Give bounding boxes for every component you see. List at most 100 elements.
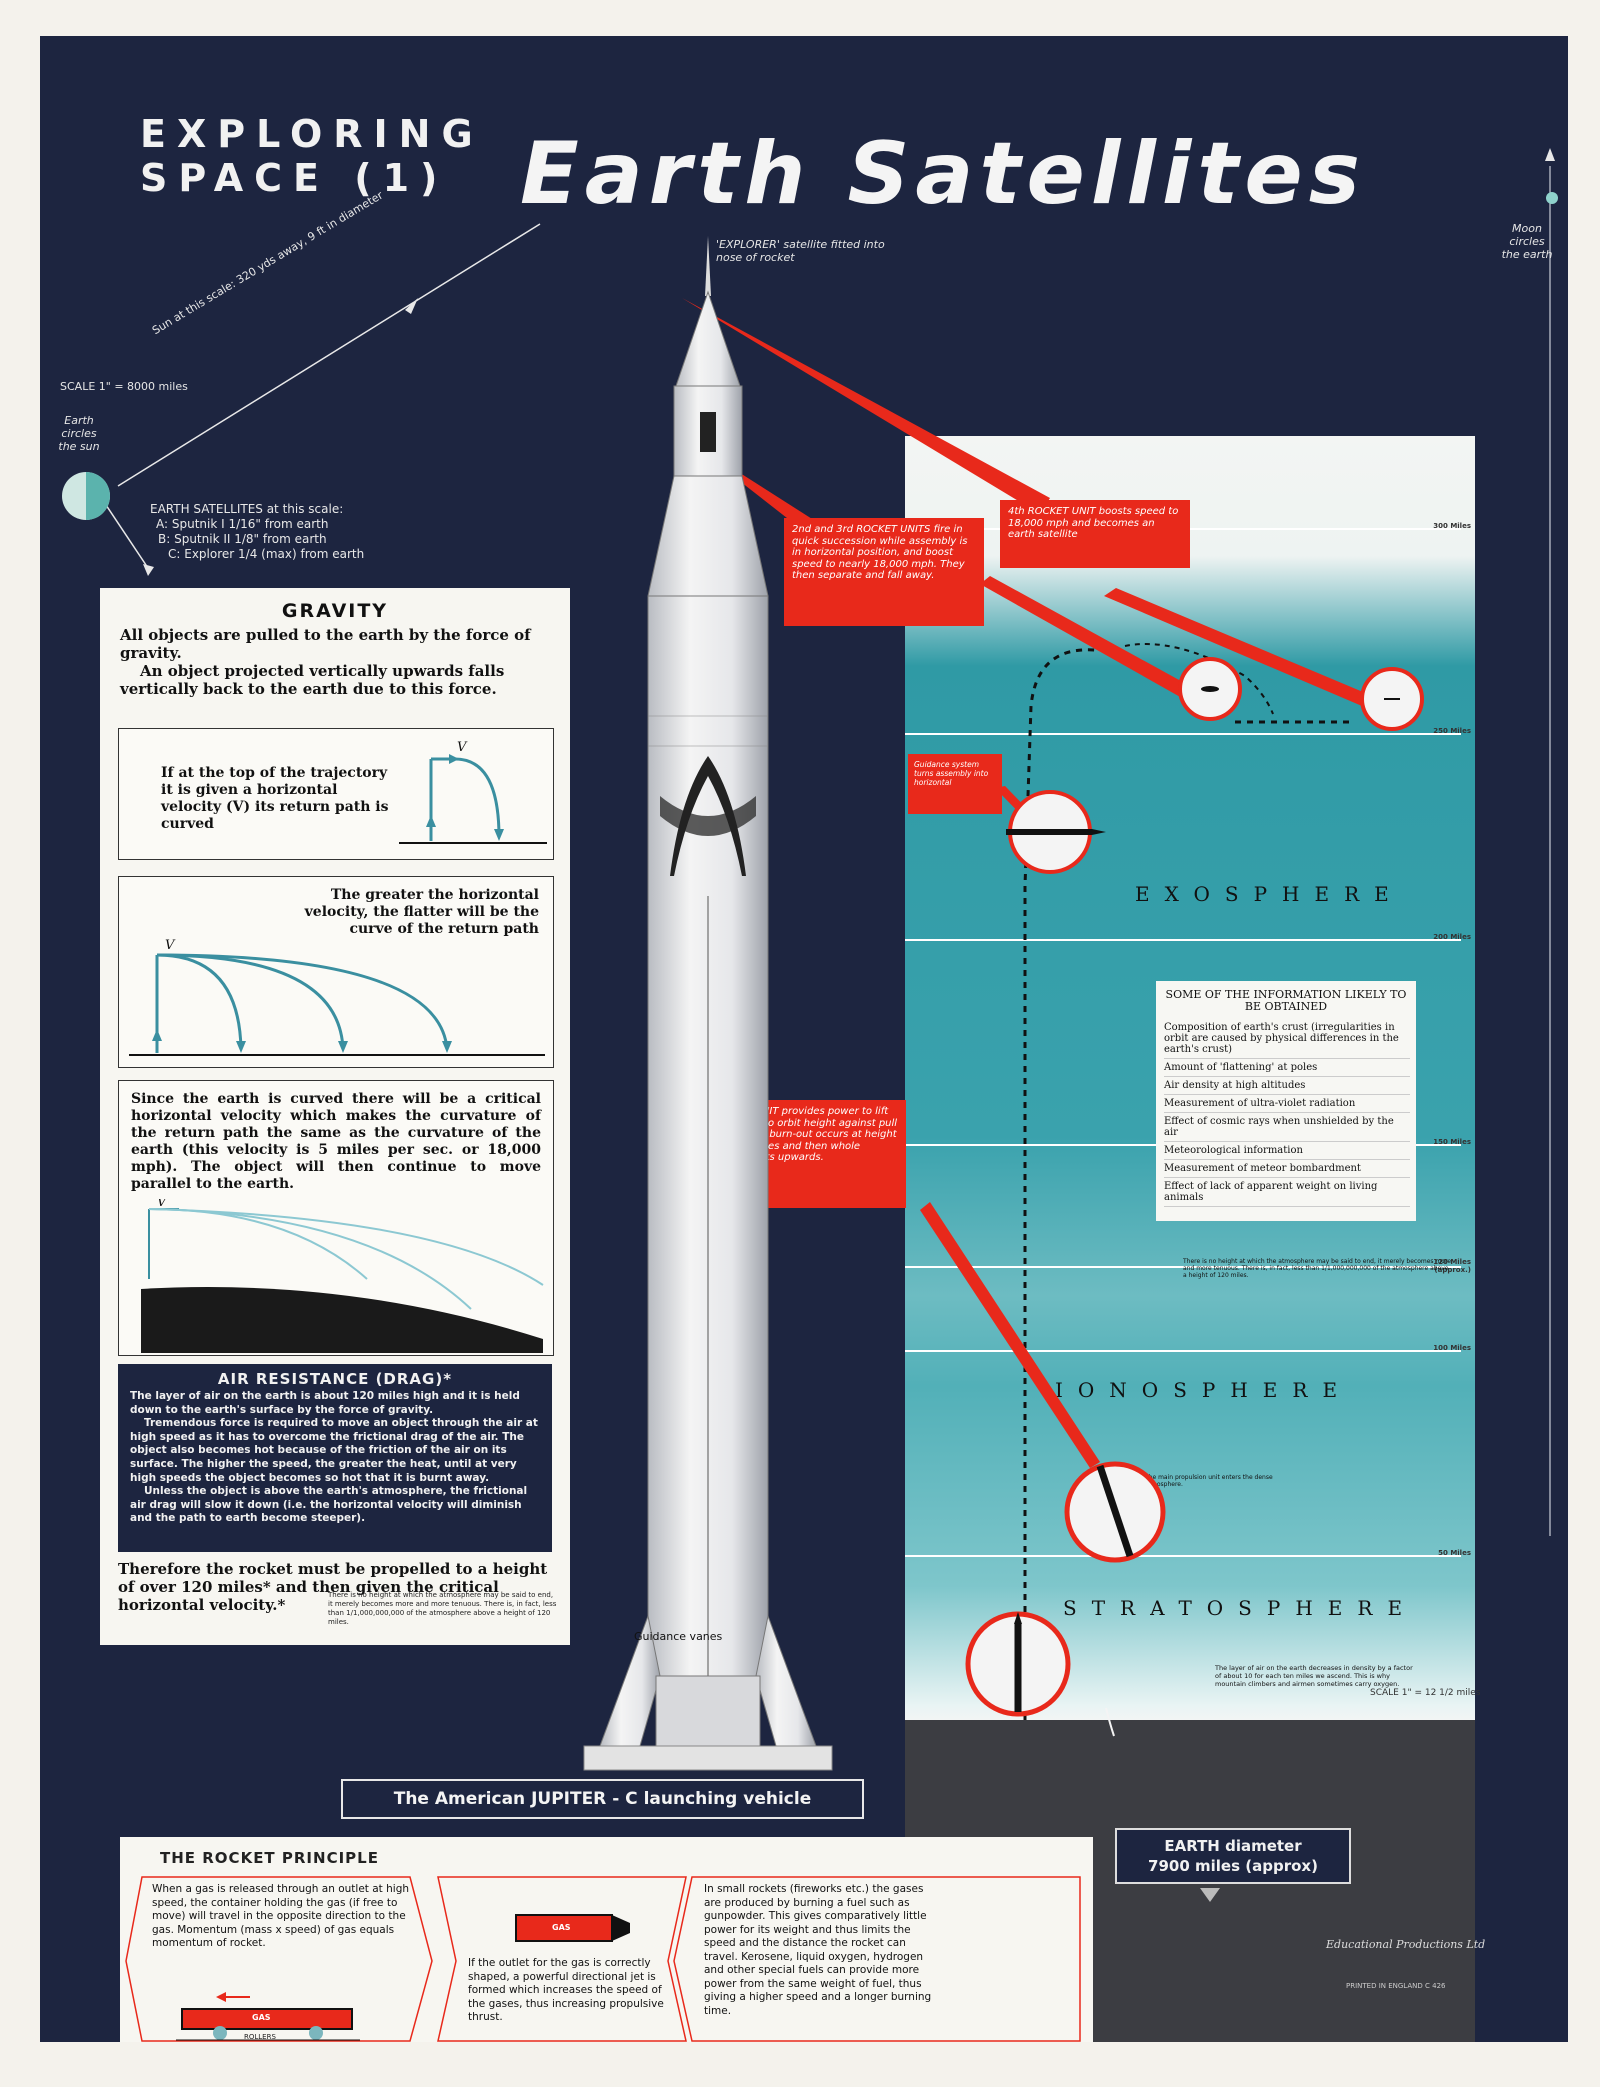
layer-exosphere: EXOSPHERE: [1135, 882, 1404, 906]
guidance-vanes-label: Guidance vanes: [634, 1630, 723, 1643]
info-list: Composition of earth's crust (irregulari…: [1164, 1019, 1410, 1207]
satellite-b: B: Sputnik II 1/8" from earth: [158, 532, 327, 546]
ascending-rocket-icon: [1096, 1464, 1134, 1558]
gravity-title: GRAVITY: [281, 600, 389, 622]
trajectory-box-1: If at the top of the trajectory it is gi…: [118, 728, 554, 860]
earth-marker-arrow: [1200, 1888, 1220, 1902]
earth-circles-label: Earth circles the sun: [58, 414, 100, 453]
publisher-logo: Educational Productions Ltd: [1326, 1938, 1486, 1951]
atmosphere-note: There is no height at which the atmosphe…: [1183, 1258, 1452, 1279]
satellite-a: A: Sputnik I 1/16" from earth: [156, 517, 329, 531]
sun-direction-arrow: [405, 298, 418, 314]
ascent-path: [1023, 648, 1096, 1720]
trajectory-text-1: If at the top of the trajectory it is gi…: [161, 765, 389, 832]
gravity-panel: GRAVITY All objects are pulled to the ea…: [100, 588, 570, 1645]
info-item: Measurement of meteor bombardment: [1164, 1160, 1410, 1178]
moon-icon: [1546, 192, 1558, 204]
printed-in-england: PRINTED IN ENGLAND C 426: [1346, 1982, 1446, 1990]
atmosphere-scale: SCALE 1" = 12 1/2 miles: [1370, 1688, 1481, 1698]
mile-label-150: 150 Miles: [1433, 1138, 1471, 1146]
layer-stratosphere: STRATOSPHERE: [1063, 1596, 1418, 1620]
beam-stage1: [920, 1202, 1100, 1468]
earth-diameter-line2: 7900 miles (approx): [1148, 1857, 1318, 1875]
mile-label-200: 200 Miles: [1433, 933, 1471, 941]
rocket-principle-text-3: In small rockets (fireworks etc.) the ga…: [704, 1883, 932, 2017]
drag-body: The layer of air on the earth is about 1…: [130, 1390, 538, 1525]
upper-stage-window: [700, 412, 716, 452]
svg-text:V: V: [457, 740, 468, 755]
trajectory-text-2: The greater the horizontal velocity, the…: [304, 887, 539, 937]
svg-text:V: V: [157, 1199, 168, 1210]
earth-shade: [86, 472, 110, 520]
mile-label-300: 300 Miles: [1433, 522, 1471, 530]
sun-direction-line-2: [497, 223, 541, 251]
poster: EXPLORING SPACE (1) Earth Satellites SCA…: [40, 36, 1568, 2042]
solar-scale: SCALE 1" = 8000 miles: [60, 380, 188, 393]
trajectory-diagram-3: V: [141, 1199, 544, 1353]
moon-circles-label: Moon circles the earth: [1501, 222, 1553, 261]
main-title: Earth Satellites: [520, 124, 1366, 224]
mile-line-100: [905, 1350, 1461, 1352]
explorer-note: 'EXPLORER' satellite fitted into nose of…: [716, 238, 885, 264]
guidance-vane-right: [755, 1614, 817, 1747]
mile-label-120: 120 Miles (approx.): [1433, 1258, 1471, 1274]
info-item: Effect of cosmic rays when unshielded by…: [1164, 1113, 1410, 1142]
solar-diagram: [62, 148, 1558, 1536]
beam-stage4-lower: [1104, 588, 1382, 712]
interstage-strut-right: [708, 756, 746, 876]
trajectory-box-2: The greater the horizontal velocity, the…: [118, 876, 554, 1068]
trajectory-diagram-2: V: [129, 938, 545, 1056]
series-line-1: EXPLORING: [140, 112, 484, 156]
mile-line-120: [905, 1266, 1461, 1268]
information-box: SOME OF THE INFORMATION LIKELY TO BE OBT…: [1156, 981, 1416, 1221]
info-item: Measurement of ultra-violet radiation: [1164, 1095, 1410, 1113]
satellite-scale-list: EARTH SATELLITES at this scale: A: Sputn…: [150, 502, 364, 562]
mile-label-100: 100 Miles: [1433, 1344, 1471, 1352]
jupiter-c-rocket: [583, 236, 833, 1771]
earth-pointer: [1105, 1707, 1115, 1737]
earth-path-line: [99, 495, 151, 572]
interstage-strut-left: [670, 756, 708, 876]
gravity-footnote: There is no height at which the atmosphe…: [328, 1591, 557, 1626]
series-line-2: SPACE (1): [140, 156, 449, 200]
beam-stage4: [682, 298, 1050, 514]
trajectory-box-3: Since the earth is curved there will be …: [118, 1080, 554, 1356]
callout-guidance: Guidance system turns assembly into hori…: [908, 754, 1002, 814]
trajectory-text-3: Since the earth is curved there will be …: [131, 1091, 541, 1192]
rocket-principle-text-1: When a gas is released through an outlet…: [152, 1883, 410, 1949]
sun-direction-line: [117, 249, 499, 487]
horizontal-rocket-nose: [1092, 829, 1106, 835]
moon-orbit-arrow: [1545, 148, 1555, 161]
gravity-intro: All objects are pulled to the earth by t…: [120, 626, 531, 698]
engine-section: [655, 1675, 761, 1757]
satellite-c: C: Explorer 1/4 (max) from earth: [168, 547, 365, 561]
info-title: SOME OF THE INFORMATION LIKELY TO BE OBT…: [1165, 988, 1407, 1013]
rocket-caption: The American JUPITER - C launching vehic…: [341, 1779, 864, 1819]
rocket-principle-text-2: If the outlet for the gas is correctly s…: [468, 1957, 664, 2023]
series-title: EXPLORING SPACE (1): [140, 112, 484, 200]
info-item: Air density at high altitudes: [1164, 1077, 1410, 1095]
beam-stage23-lower: [980, 576, 1190, 698]
rocket-principle-panel: THE ROCKET PRINCIPLE When a gas is relea…: [120, 1837, 1093, 2042]
vertical-rocket-nose: [1014, 1612, 1022, 1624]
callout-graphics: [682, 298, 1424, 1902]
rollers-label: ROLLERS: [244, 2033, 276, 2041]
air-resistance-box: AIR RESISTANCE (DRAG)* The layer of air …: [118, 1364, 552, 1552]
info-item: Composition of earth's crust (irregulari…: [1164, 1019, 1410, 1059]
rocket-principle-frames: [125, 1876, 1081, 2042]
svg-text:V: V: [165, 938, 176, 953]
conclusion-text: Therefore the rocket must be propelled t…: [118, 1560, 548, 1614]
earth-diameter-box: EARTH diameter 7900 miles (approx): [1115, 1828, 1351, 1884]
transition-cone: [647, 475, 769, 597]
stage23-rocket-icon: [1201, 686, 1219, 692]
trajectory-diagram-1: V: [399, 740, 547, 844]
mile-label-50: 50 Miles: [1438, 1549, 1471, 1557]
rocket-principle-title: THE ROCKET PRINCIPLE: [160, 1849, 379, 1867]
mile-line-50: [905, 1555, 1461, 1557]
info-item: Amount of 'flattening' at poles: [1164, 1059, 1410, 1077]
drag-title: AIR RESISTANCE (DRAG)*: [217, 1370, 453, 1388]
propulsion-note: The main propulsion unit enters the dens…: [1145, 1474, 1273, 1488]
launch-pad: [583, 1745, 833, 1771]
density-note: The layer of air on the earth decreases …: [1215, 1664, 1413, 1688]
callout-stage4: 4th ROCKET UNIT boosts speed to 18,000 m…: [1000, 500, 1190, 568]
